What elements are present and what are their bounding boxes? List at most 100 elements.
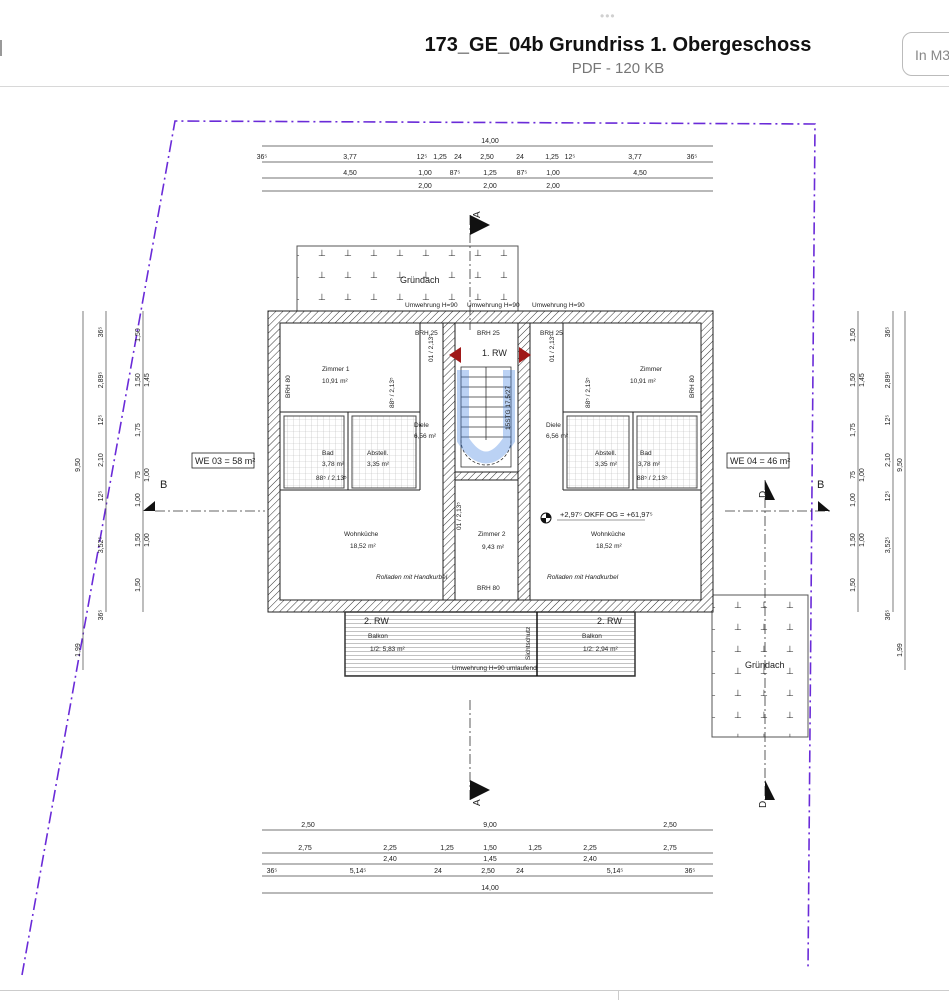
dimension-label: 1,25 bbox=[545, 154, 559, 161]
dimension-label: 24 bbox=[516, 868, 524, 875]
plan-label: Sichtschutz bbox=[525, 627, 532, 660]
dimension-label: 36⁵ bbox=[885, 327, 892, 338]
plan-label: 10,91 m² bbox=[630, 378, 656, 385]
plan-label: Abstell. bbox=[595, 450, 617, 457]
dimension-label: 1,50 bbox=[483, 845, 497, 852]
dimension-label: 3,77 bbox=[628, 154, 642, 161]
dimension-label: 1,00 bbox=[850, 493, 857, 507]
plan-label: Balkon bbox=[368, 633, 388, 640]
plan-label: Zimmer bbox=[640, 366, 663, 373]
dimension-label: 1,25 bbox=[528, 845, 542, 852]
dimension-label: 9,50 bbox=[75, 458, 82, 472]
dimension-label: 36⁵ bbox=[687, 154, 698, 161]
dimension-label: 3,52⁵ bbox=[885, 537, 892, 554]
dimension-label: 2,25 bbox=[383, 845, 397, 852]
plan-label: BRH 25 bbox=[540, 330, 563, 337]
dimension-label: 2,50 bbox=[480, 154, 494, 161]
dimension-label: 1,75 bbox=[850, 423, 857, 437]
plan-label: Umwehrung H=90 bbox=[467, 302, 520, 309]
plan-label: 2. RW bbox=[597, 616, 622, 626]
plan-label: BRH 80 bbox=[285, 375, 292, 398]
plan-label: 15STG 17,5/27 bbox=[505, 386, 512, 430]
dimension-label: 1,25 bbox=[440, 845, 454, 852]
dimension-label: 2,75 bbox=[298, 845, 312, 852]
plan-label: 01 / 2,13⁵ bbox=[549, 334, 556, 362]
dimension-label: 1,00 bbox=[144, 533, 151, 547]
dimension-label: 75 bbox=[135, 471, 142, 479]
plan-label: Bad bbox=[322, 450, 334, 457]
plan-label: 88⁵ / 2,13⁵ bbox=[637, 475, 668, 482]
green-roof-top bbox=[296, 245, 519, 312]
plan-label: B bbox=[817, 479, 824, 491]
plan-label: 18,52 m² bbox=[596, 543, 622, 550]
dimension-label: 1,25 bbox=[483, 170, 497, 177]
dimension-label: 2,10 bbox=[885, 453, 892, 467]
dimension-label: 1,50 bbox=[135, 578, 142, 592]
plan-label: 88⁵ / 2,13⁵ bbox=[316, 475, 347, 482]
dimension-label: 2,00 bbox=[546, 183, 560, 190]
dimension-label: 5,14⁵ bbox=[350, 868, 367, 875]
dimension-label: 2,00 bbox=[483, 183, 497, 190]
dimension-label: 1,50 bbox=[850, 373, 857, 387]
dimension-label: 1,99 bbox=[897, 643, 904, 657]
bottom-divider bbox=[0, 990, 949, 991]
dimension-label: 1,75 bbox=[135, 423, 142, 437]
dimension-label: 1,45 bbox=[859, 373, 866, 387]
dimension-label: 1,45 bbox=[144, 373, 151, 387]
plan-label: Balkon bbox=[582, 633, 602, 640]
unit-label-we03: WE 03 = 58 m² bbox=[195, 456, 255, 466]
dimension-label: 1,00 bbox=[859, 533, 866, 547]
balcony bbox=[344, 611, 636, 677]
bottom-separator bbox=[618, 990, 619, 1000]
plan-label: 10,91 m² bbox=[322, 378, 348, 385]
property-boundary bbox=[21, 120, 816, 976]
plan-label: Umwehrung H=90 bbox=[405, 302, 458, 309]
dimension-label: 24 bbox=[434, 868, 442, 875]
escape-arrow-left-icon bbox=[449, 347, 461, 363]
plan-label: Rolladen mit Handkurbel bbox=[376, 574, 448, 581]
plan-label: Rolladen mit Handkurbel bbox=[547, 574, 619, 581]
dimension-label: 1,25 bbox=[433, 154, 447, 161]
plan-label: 3,78 m² bbox=[638, 461, 661, 468]
plan-label: Wohnküche bbox=[591, 531, 626, 538]
plan-label: Zimmer 2 bbox=[478, 531, 506, 538]
plan-label: D bbox=[758, 491, 769, 498]
dimension-label: 1,50 bbox=[135, 533, 142, 547]
dimension-label: 2,50 bbox=[301, 822, 315, 829]
dimension-label: 1,45 bbox=[483, 856, 497, 863]
dimension-label: 3,77 bbox=[343, 154, 357, 161]
dimension-label: 24 bbox=[516, 154, 524, 161]
section-d-marker-icon bbox=[765, 780, 775, 800]
dimension-label: 3,52⁵ bbox=[98, 537, 105, 554]
dimension-label: 1,99 bbox=[75, 643, 82, 657]
dimension-label: 12⁵ bbox=[98, 491, 105, 502]
open-in-button[interactable]: In M3 bbox=[902, 32, 949, 76]
dimension-label: 2,10 bbox=[98, 453, 105, 467]
section-b-marker-icon bbox=[818, 501, 830, 511]
plan-label: Zimmer 1 bbox=[322, 366, 350, 373]
section-d-marker-icon bbox=[765, 480, 775, 500]
back-edge[interactable] bbox=[0, 40, 2, 56]
document-title: 173_GE_04b Grundriss 1. Obergeschoss bbox=[424, 34, 812, 56]
plan-label: B bbox=[160, 479, 167, 491]
escape-route-arrow bbox=[457, 370, 515, 464]
dimension-label: 12⁵ bbox=[565, 154, 576, 161]
green-roof-right bbox=[711, 594, 809, 738]
document-info: PDF - 120 KB bbox=[571, 60, 665, 77]
plan-label: 3,35 m² bbox=[367, 461, 390, 468]
dimension-label: 2,40 bbox=[583, 856, 597, 863]
sheet-grabber[interactable]: ••• bbox=[600, 9, 616, 23]
dimension-label: 5,14⁵ bbox=[607, 868, 624, 875]
dimension-label: 4,50 bbox=[343, 170, 357, 177]
dimension-label: 36⁵ bbox=[685, 868, 696, 875]
dimension-label: 12⁵ bbox=[885, 415, 892, 426]
escape-arrow-right-icon bbox=[519, 347, 531, 363]
plan-label: 88⁵ / 2,13⁵ bbox=[389, 377, 396, 408]
plan-label: Diele bbox=[414, 422, 429, 429]
dimension-label: 2,75 bbox=[663, 845, 677, 852]
dimension-label: 36⁵ bbox=[98, 327, 105, 338]
plan-label: 3,78 m² bbox=[322, 461, 345, 468]
plan-label: 2. RW bbox=[364, 616, 389, 626]
